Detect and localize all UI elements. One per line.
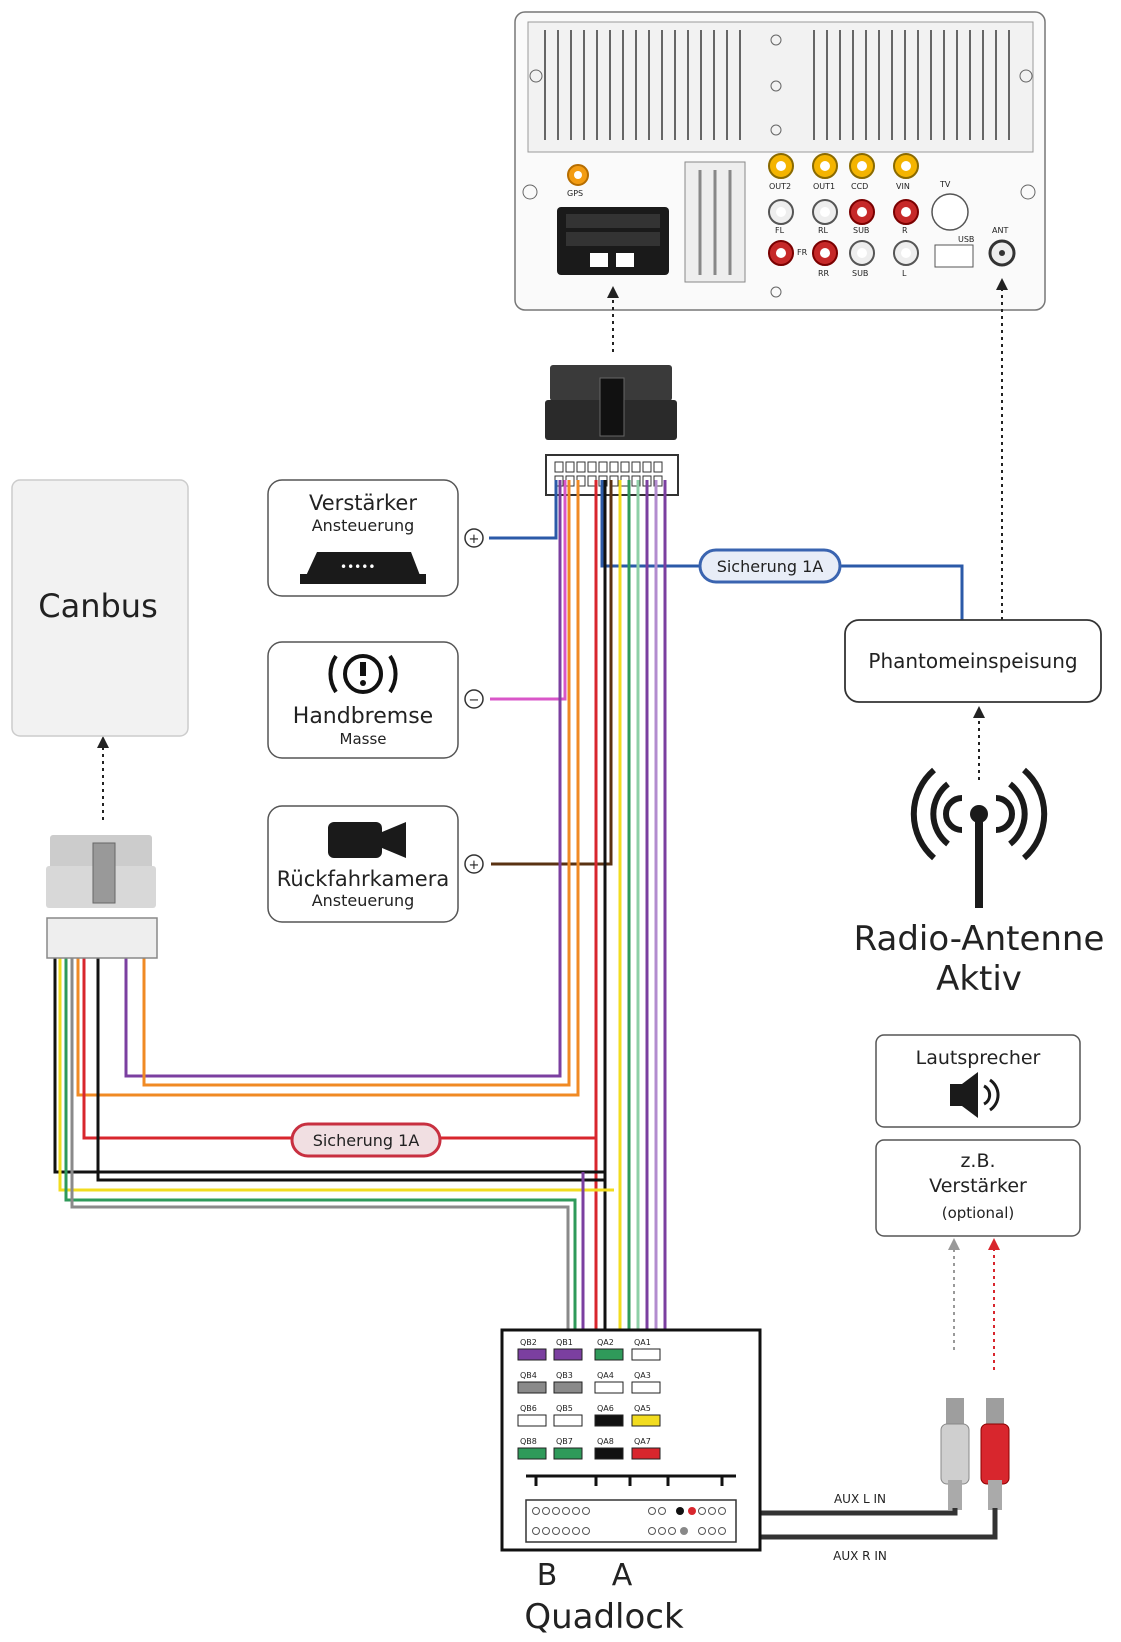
wire-brown-camera xyxy=(491,480,613,866)
wire-black-brown xyxy=(96,936,605,1182)
camera-box: Rückfahrkamera Ansteuerung + xyxy=(267,805,484,923)
rca-panel xyxy=(768,153,1016,268)
wire-blue-amplifier xyxy=(489,480,558,540)
amplifier-subtitle: Ansteuerung xyxy=(312,516,415,535)
pin-label: QA2 xyxy=(597,1338,614,1347)
head-unit-labels: GPS OUT2 OUT1 CCD VIN TV FL RL SUB R USB… xyxy=(567,180,1008,278)
pin-label: QA8 xyxy=(597,1437,614,1446)
pin-label: QB8 xyxy=(520,1437,537,1446)
arrow-heads xyxy=(97,278,1008,1250)
amplifier-box: Verstärker Ansteuerung ••••• + xyxy=(267,479,484,597)
fuse-top: Sicherung 1A xyxy=(698,548,842,584)
wire-grey-canbus xyxy=(70,936,570,1330)
wire-orange-1 xyxy=(142,480,571,1087)
wire-orange-2 xyxy=(76,480,580,1097)
optional-amp-box: z.B. Verstärker (optional) xyxy=(875,1139,1081,1237)
handbrake-polarity: − xyxy=(469,693,480,708)
antenna-line2: Aktiv xyxy=(936,959,1022,999)
wire-purple xyxy=(124,480,562,1078)
hu-label-out1: OUT1 xyxy=(813,182,835,191)
hu-label-tv: TV xyxy=(939,180,951,189)
canbus-label: Canbus xyxy=(38,587,158,625)
wire-red-canbus xyxy=(82,936,596,1140)
pin-label: QA3 xyxy=(634,1371,651,1380)
pin-label: QB3 xyxy=(556,1371,573,1380)
aux-cables xyxy=(760,1508,998,1540)
hu-label-out2: OUT2 xyxy=(769,182,791,191)
fuse-top-label: Sicherung 1A xyxy=(717,557,824,576)
video-camera-icon xyxy=(328,822,406,858)
rca-plug-white xyxy=(940,1398,970,1510)
phantom-label: Phantomeinspeisung xyxy=(868,649,1077,673)
amplifier-polarity: + xyxy=(469,532,480,547)
hu-label-gps: GPS xyxy=(567,189,583,198)
handbrake-subtitle: Masse xyxy=(340,730,387,748)
hu-label-sub1: SUB xyxy=(853,226,869,235)
hu-label-l: L xyxy=(902,269,907,278)
pin-label: QB1 xyxy=(556,1338,573,1347)
hu-label-fr: FR xyxy=(797,248,808,257)
wire-yellow-canbus xyxy=(58,936,614,1192)
handbrake-title: Handbremse xyxy=(293,704,433,729)
camera-polarity: + xyxy=(469,858,480,873)
pin-label: QB6 xyxy=(520,1404,537,1413)
hu-label-fl: FL xyxy=(775,226,785,235)
quadlock-connector: QB2 QB1 QA2 QA1 QB4 QB3 QA4 QA3 QB6 QB5 … xyxy=(500,1328,762,1552)
hu-label-ccd: CCD xyxy=(851,182,868,191)
pin-label: QB2 xyxy=(520,1338,537,1347)
camera-title: Rückfahrkamera xyxy=(277,867,449,891)
pin-label: QA7 xyxy=(634,1437,651,1446)
camera-subtitle: Ansteuerung xyxy=(312,891,415,910)
brake-warning-icon xyxy=(328,654,398,694)
heatsink-fins xyxy=(544,30,1010,140)
pin-label: QA5 xyxy=(634,1404,651,1413)
aux-right-label: AUX R IN xyxy=(833,1549,887,1563)
pin-label: QB5 xyxy=(556,1404,573,1413)
wire-black-canbus xyxy=(53,936,605,1174)
fuse-bottom-label: Sicherung 1A xyxy=(313,1131,420,1150)
pin-label: QA4 xyxy=(597,1371,614,1380)
quadlock-pin-grid: QB2 QB1 QA2 QA1 QB4 QB3 QA4 QA3 QB6 QB5 … xyxy=(517,1338,661,1460)
quadlock-label: Quadlock xyxy=(524,1597,684,1637)
wire-pink-handbrake xyxy=(490,480,567,701)
optional-amp-line1: z.B. xyxy=(960,1150,995,1172)
pin-label: QA6 xyxy=(597,1404,614,1413)
pin-label: QA1 xyxy=(634,1338,651,1347)
aux-left-label: AUX L IN xyxy=(834,1492,886,1506)
hu-label-vin: VIN xyxy=(896,182,910,191)
canbus-plug xyxy=(46,835,158,959)
wire-green-canbus xyxy=(64,936,577,1330)
optional-amp-line3: (optional) xyxy=(942,1204,1015,1222)
hu-label-ant: ANT xyxy=(992,226,1008,235)
antenna-icon xyxy=(910,767,1048,908)
hu-label-rr: RR xyxy=(818,269,830,278)
hu-label-sub2: SUB xyxy=(852,269,868,278)
hu-label-r: R xyxy=(902,226,908,235)
quadlock-label-a: A xyxy=(612,1558,633,1593)
speaker-box: Lautsprecher xyxy=(875,1034,1081,1128)
optional-amp-line2: Verstärker xyxy=(929,1175,1027,1197)
antenna-line1: Radio-Antenne xyxy=(854,919,1105,959)
svg-text:•••••: ••••• xyxy=(340,560,375,574)
speaker-icon xyxy=(950,1072,1000,1118)
hu-label-rl: RL xyxy=(818,226,829,235)
amplifier-icon xyxy=(305,552,421,578)
harness-plug xyxy=(545,365,679,496)
rca-plug-red xyxy=(980,1398,1010,1510)
wires xyxy=(53,480,964,1330)
dotted-arrows xyxy=(102,290,1003,1370)
quadlock-label-b: B xyxy=(537,1558,558,1593)
fuse-bottom: Sicherung 1A xyxy=(290,1122,442,1158)
pin-label: QB7 xyxy=(556,1437,573,1446)
phantom-box: Phantomeinspeisung xyxy=(844,619,1102,703)
amplifier-title: Verstärker xyxy=(309,491,417,515)
pin-label: QB4 xyxy=(520,1371,537,1380)
handbrake-box: Handbremse Masse − xyxy=(267,641,484,759)
hu-label-usb: USB xyxy=(958,235,974,244)
canbus-box: Canbus xyxy=(11,479,189,737)
speaker-label: Lautsprecher xyxy=(916,1047,1041,1069)
head-unit: GPS OUT2 OUT1 CCD VIN TV FL RL SUB R USB… xyxy=(514,11,1046,311)
